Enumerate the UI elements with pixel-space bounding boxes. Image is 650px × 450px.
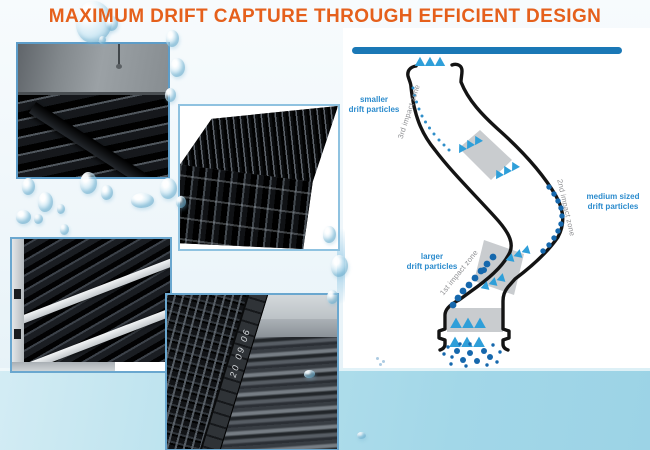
grey-casing [18,44,168,95]
water-droplet [331,255,348,277]
hanging-rod [116,44,122,69]
water-droplet [22,178,35,195]
large-drift-particle-dots [449,253,497,309]
water-droplet [176,196,186,208]
water-droplet [34,214,43,224]
photo-eliminator-installed [16,42,170,179]
water-droplet [160,178,177,199]
water-droplet [379,363,382,366]
eliminator-channel-walls [406,62,565,352]
spray-droplet-dots [442,342,502,368]
water-droplet [376,357,379,360]
water-droplet [101,185,113,200]
small-drift-particle-dots [411,86,451,152]
impact-zone-3-fill [459,130,512,180]
water-droplet [357,432,366,439]
label-medium-drift-particles: medium sized drift particles [586,192,640,211]
medium-drift-particle-dots [540,184,565,254]
water-droplet [16,210,31,224]
water-droplet [166,30,179,47]
water-droplet [38,192,53,212]
frame-bottom [12,362,115,371]
water-droplet [304,370,315,378]
eliminator-wall-right [450,62,565,352]
water-droplet [60,224,69,235]
label-larger-drift-particles: larger drift particles [406,252,458,271]
eliminator-wall-left [406,64,513,352]
water-droplet [382,360,385,363]
pack-front-face [180,164,313,249]
water-droplet [131,193,154,208]
captured-particle-triangles [414,56,533,347]
water-droplet [327,290,338,304]
label-smaller-drift-particles: smaller drift particles [348,95,400,114]
water-droplet [323,226,336,243]
photo-panels-in-frame [10,237,172,373]
drift-eliminator-diagram [352,47,622,368]
water-droplet [57,204,65,214]
photo-eliminator-pack [178,104,340,251]
photo-grid-and-pipes: 20 09 06 [165,293,339,450]
diagram-top-bar [352,47,622,54]
frame-left [12,239,24,371]
water-droplet [165,88,176,102]
page-title: MAXIMUM DRIFT CAPTURE THROUGH EFFICIENT … [48,6,602,27]
water-droplet [106,16,118,31]
water-droplet [170,58,185,77]
water-droplet [99,36,106,44]
water-droplet [80,172,97,194]
